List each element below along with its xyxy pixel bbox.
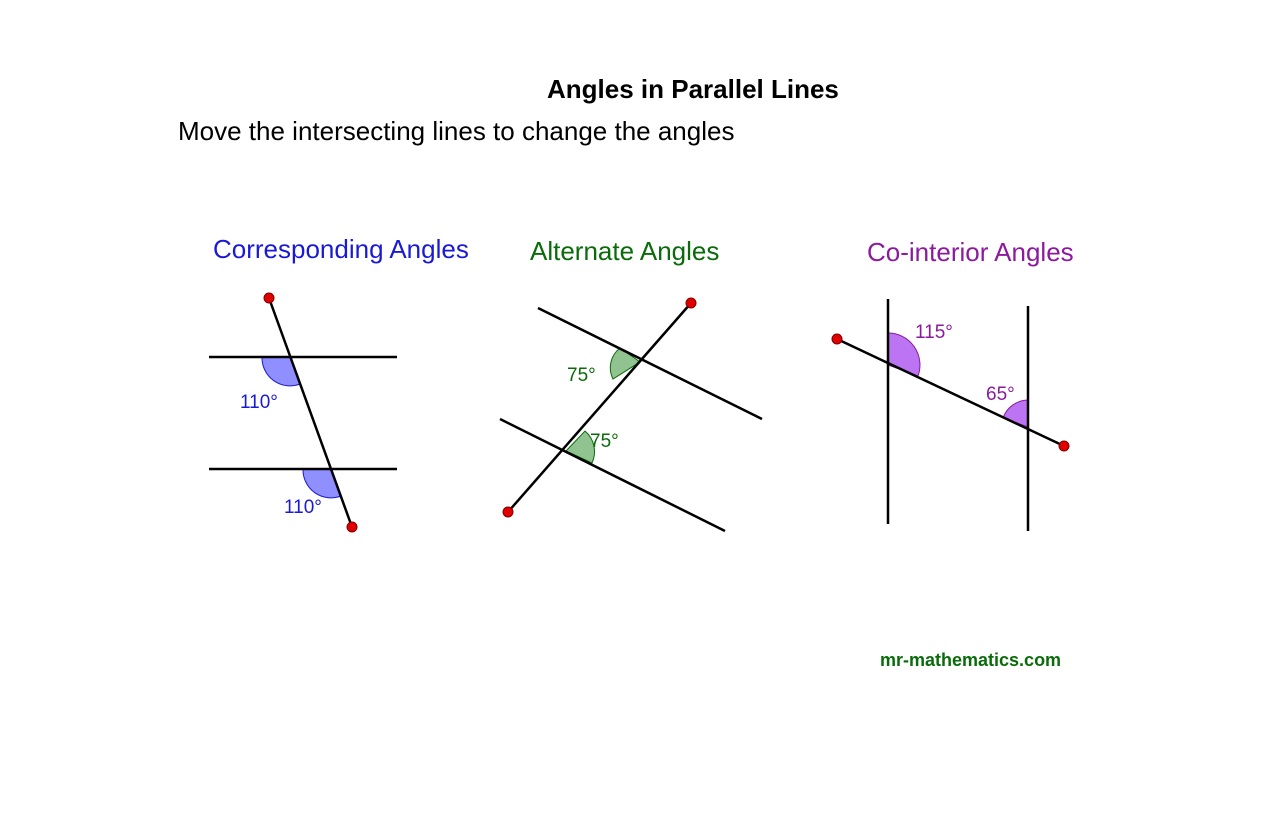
corresponding-transversal[interactable] — [267, 297, 354, 528]
alternate-transversal-bottom-handle[interactable] — [502, 506, 514, 518]
corresponding-angle-bottom-arc — [302, 468, 342, 499]
corresponding-angles-heading: Corresponding Angles — [213, 234, 469, 264]
cointerior-angles-heading: Co-interior Angles — [867, 237, 1074, 267]
corresponding-transversal-top-handle[interactable] — [263, 292, 275, 304]
corresponding-angle-top-label: 110° — [240, 392, 278, 413]
cointerior-transversal-right-handle[interactable] — [1058, 440, 1070, 452]
cointerior-angle-left-label: 115° — [915, 322, 953, 343]
alternate-parallel-line-bottom — [499, 417, 726, 533]
alternate-angles-figure: 75° 75° — [499, 297, 763, 533]
cointerior-angles-figure: 115° 65° — [831, 299, 1070, 531]
cointerior-transversal[interactable] — [836, 337, 1065, 448]
corresponding-angle-bottom-label: 110° — [284, 497, 322, 518]
alternate-angle-bottom-arc — [565, 430, 596, 464]
alternate-transversal[interactable] — [507, 302, 692, 513]
alternate-angle-bottom-label: 75° — [590, 431, 619, 452]
cointerior-angle-left-arc — [887, 332, 921, 377]
cointerior-transversal-left-handle[interactable] — [831, 333, 843, 345]
cointerior-angle-right-label: 65° — [986, 384, 1015, 405]
corresponding-angles-figure: 110° 110° — [209, 292, 397, 533]
alternate-angle-top-arc — [609, 347, 641, 380]
corresponding-angle-top-arc — [261, 356, 301, 387]
alternate-angle-top-label: 75° — [567, 365, 596, 386]
corresponding-transversal-bottom-handle[interactable] — [346, 521, 358, 533]
alternate-transversal-top-handle[interactable] — [685, 297, 697, 309]
instructions-text: Move the intersecting lines to change th… — [178, 116, 735, 146]
site-credit: mr-mathematics.com — [880, 650, 1062, 670]
page-title: Angles in Parallel Lines — [547, 74, 839, 104]
alternate-angles-heading: Alternate Angles — [530, 236, 720, 266]
alternate-parallel-line-top — [537, 306, 763, 421]
